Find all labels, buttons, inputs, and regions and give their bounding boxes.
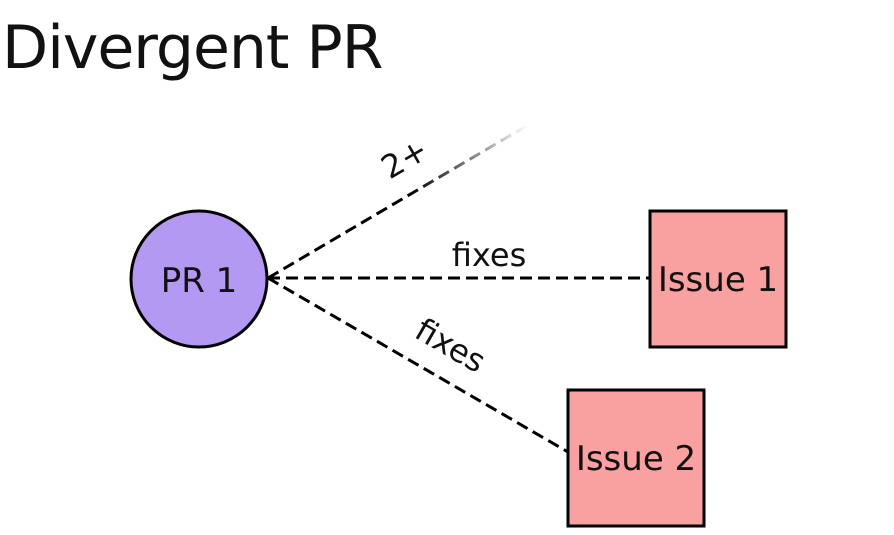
pr-node-circle	[129, 209, 269, 349]
issue2-node-label: Issue 2	[576, 439, 696, 479]
issue2-node[interactable]: Issue 2	[566, 388, 706, 528]
page-title: Divergent PR	[2, 13, 383, 83]
issue1-node[interactable]: Issue 1	[648, 209, 788, 349]
issue1-node-label: Issue 1	[658, 260, 778, 300]
edge-2plus-line	[267, 123, 529, 280]
edge-2plus-label: 2+	[375, 130, 435, 186]
issue2-node-box	[566, 388, 706, 528]
edge-fixes-issue2-line	[267, 276, 569, 454]
edge-fixes-issue2-label: fixes	[409, 310, 492, 380]
pr-node[interactable]: PR 1	[129, 209, 269, 349]
issue1-node-box	[648, 209, 788, 349]
edge-fixes-issue1-label: fixes	[452, 236, 526, 274]
pr-node-label: PR 1	[161, 261, 238, 301]
